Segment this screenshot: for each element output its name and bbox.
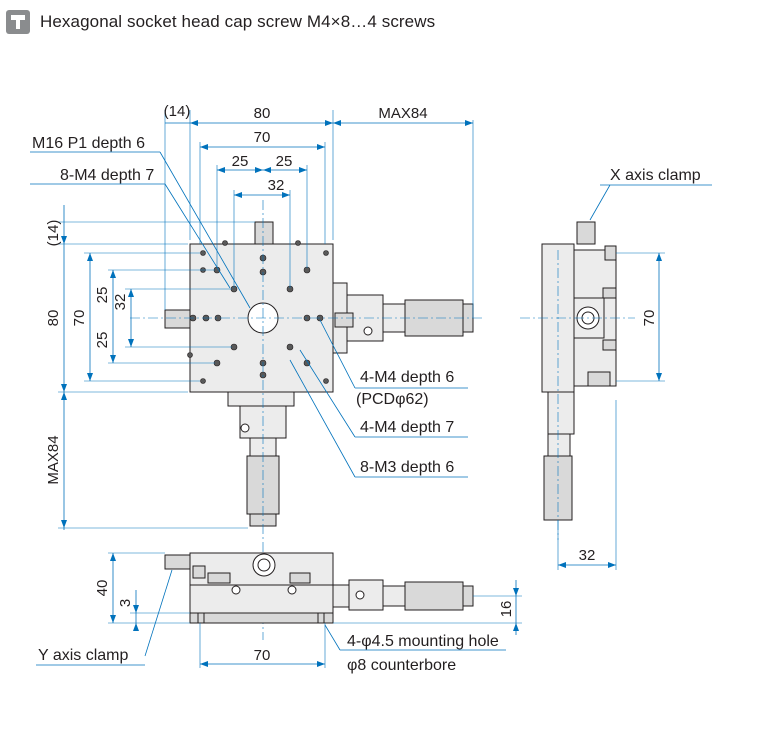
header-title: Hexagonal socket head cap screw M4×8…4 s… (40, 12, 436, 31)
front-view (164, 552, 474, 624)
dim-25b-left: 25 (94, 332, 111, 349)
dim-14-left: (14) (45, 220, 62, 247)
header: Hexagonal socket head cap screw M4×8…4 s… (6, 8, 435, 36)
y-micrometer-mount (227, 391, 295, 407)
dim-70-left: 70 (71, 310, 88, 327)
side-view (520, 221, 635, 540)
dim-80-left: 80 (45, 310, 62, 327)
dim-max84-left: MAX84 (45, 435, 62, 484)
x-micrometer-spindle (334, 312, 354, 328)
x-clamp-knob (254, 221, 274, 245)
side-x-clamp (576, 221, 596, 245)
dim-max84-top: MAX84 (378, 105, 427, 122)
front-base (189, 612, 334, 624)
callout-counterbore: φ8 counterbore (347, 657, 456, 674)
dimension-texts: (14) 80 70 25 25 32 MAX84 (14) 80 70 25 … (45, 103, 658, 664)
dim-40-front: 40 (94, 580, 111, 597)
dim-32-top: 32 (268, 177, 285, 194)
callout-4-m4-depth-7: 4-M4 depth 7 (360, 419, 454, 436)
dim-25a-left: 25 (94, 287, 111, 304)
top-view (130, 200, 485, 640)
dim-70-front: 70 (254, 647, 271, 664)
dim-3-front: 3 (117, 599, 134, 607)
x-micrometer-screw (363, 326, 373, 336)
dim-25a-top: 25 (232, 153, 249, 170)
callout-texts: M16 P1 depth 6 8-M4 depth 7 X axis clamp… (32, 135, 701, 674)
dim-16-front: 16 (498, 601, 515, 618)
y-micrometer-thimble (246, 455, 280, 515)
callout-pcd: (PCDφ62) (356, 391, 429, 408)
dim-80-top: 80 (254, 105, 271, 122)
callout-m16: M16 P1 depth 6 (32, 135, 145, 152)
callout-mounting-hole: 4-φ4.5 mounting hole (347, 633, 499, 650)
callout-8-m3: 8-M3 depth 6 (360, 459, 454, 476)
y-clamp-knob (164, 309, 191, 329)
callout-8-m4: 8-M4 depth 7 (60, 167, 154, 184)
callout-4-m4-depth-6: 4-M4 depth 6 (360, 369, 454, 386)
dimension-lines (30, 110, 712, 668)
dim-25b-top: 25 (276, 153, 293, 170)
side-y-holder (547, 391, 575, 435)
dim-70-top: 70 (254, 129, 271, 146)
callout-y-axis-clamp: Y axis clamp (38, 647, 129, 664)
dim-32-side: 32 (579, 547, 596, 564)
screw-icon (6, 10, 30, 34)
dim-14-top: (14) (164, 103, 191, 120)
callout-x-axis-clamp: X axis clamp (610, 167, 701, 184)
y-micrometer-screw (240, 423, 250, 433)
dim-70-side: 70 (641, 310, 658, 327)
dim-32-left: 32 (112, 294, 129, 311)
front-middle (189, 584, 334, 614)
front-y-clamp (164, 554, 191, 570)
